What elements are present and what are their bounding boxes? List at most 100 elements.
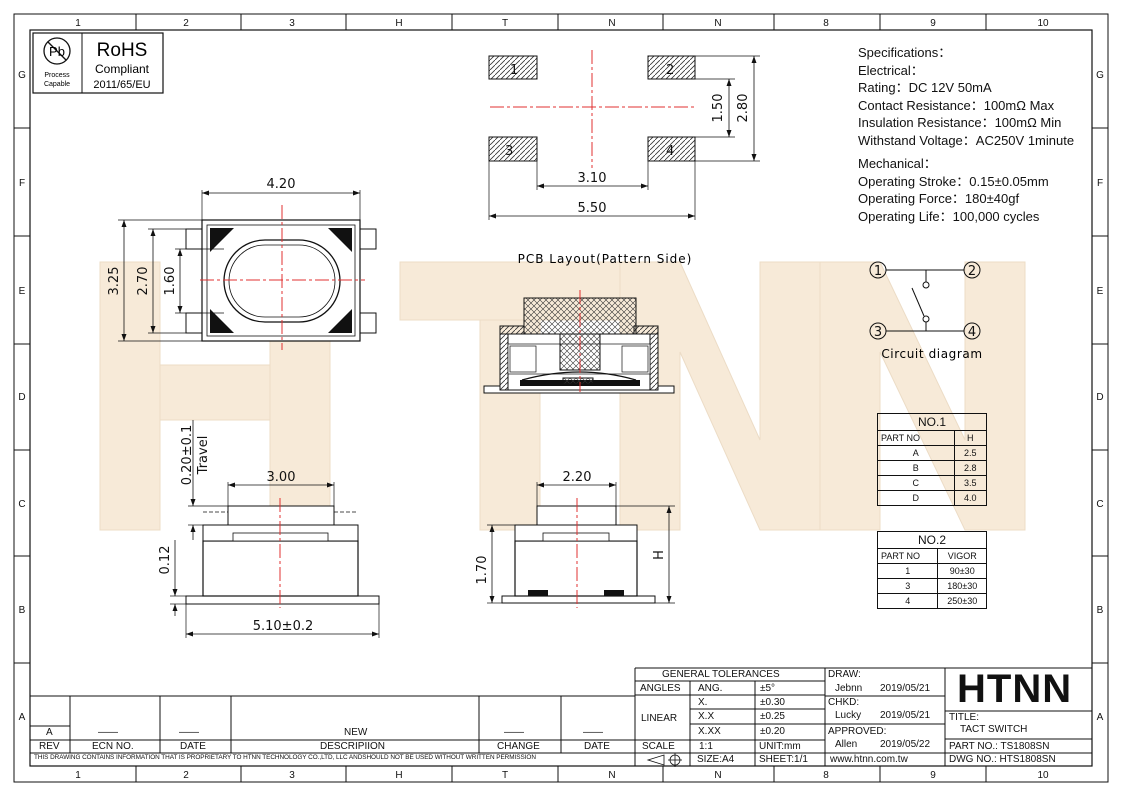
rohs-compliant: Compliant: [95, 62, 150, 76]
table-cell: 3: [876, 578, 939, 594]
table-no1-title: NO.1: [877, 413, 987, 431]
chkd-label: CHKD:: [828, 697, 860, 708]
table-cell: B: [877, 460, 955, 476]
front-dim-travel: 0.20±0.1: [180, 425, 195, 486]
pcb-dim-2-80: 2.80: [736, 94, 751, 123]
rohs-title: RoHS: [97, 40, 148, 61]
top-dim-3-25: 3.25: [107, 267, 122, 296]
grid-row-right: A: [1097, 712, 1104, 723]
draw-date: 2019/05/21: [880, 683, 931, 694]
inner-frame: [29, 29, 1093, 767]
pb-symbol: Pb: [49, 44, 65, 59]
grid-col-top: 9: [930, 18, 936, 29]
draw-name: Jebnn: [835, 683, 863, 694]
grid-row-left: A: [19, 712, 26, 723]
rev-header-date: DATE: [180, 741, 206, 752]
grid-col-top: 2: [183, 18, 189, 29]
pcb-pad-label: 1: [510, 63, 518, 78]
front-view: 3.00 0.20±0.1 Travel 0.12 5.10±0.2: [158, 420, 380, 638]
spec-line: Withstand Voltage：AC250V 1minute: [858, 132, 1075, 148]
grid-row-right: C: [1096, 499, 1103, 510]
grid-labels: 1 2 3 H T N N 8 9 10 1 2 3 H T N N 8 9 1…: [18, 18, 1104, 781]
appr-name: Allen: [835, 739, 858, 750]
sheet: SHEET:1/1: [759, 754, 808, 765]
linear-label: LINEAR: [641, 713, 678, 724]
spec-line: Operating Stroke：0.15±0.05mm: [858, 173, 1049, 189]
side-dim-2-20: 2.20: [563, 470, 592, 485]
disclaimer: THIS DRAWING CONTAINS INFORMATION THAT I…: [34, 754, 536, 761]
size: SIZE:A4: [697, 754, 735, 765]
grid-row-right: G: [1096, 70, 1104, 81]
spec-line: Rating：DC 12V 50mA: [858, 80, 992, 95]
front-dim-0-12: 0.12: [158, 546, 173, 575]
table-cell: 180±30: [937, 578, 987, 594]
circuit-node: 1: [874, 264, 882, 279]
pcb-pad-4: [647, 136, 696, 162]
company-logo: HTNN: [957, 667, 1073, 711]
rev-header-rev: REV: [39, 741, 60, 752]
watermark-letter-n1: [619, 261, 821, 531]
dwg-no: DWG NO.: HTS1808SN: [949, 754, 1056, 765]
front-dim-3-00: 3.00: [267, 470, 296, 485]
side-dim-1-70: 1.70: [475, 556, 490, 585]
spec-line: Insulation Resistance：100mΩ Min: [858, 115, 1062, 130]
spec-line: Operating Life：100,000 cycles: [858, 208, 1040, 224]
approved-label: APPROVED:: [828, 726, 887, 737]
rev-header-ecn: ECN NO.: [92, 741, 134, 752]
grid-col-bottom: N: [608, 770, 615, 781]
angles-label: ANGLES: [640, 683, 681, 694]
table-no2-title: NO.2: [877, 531, 987, 549]
rev-row-change: ——: [504, 727, 524, 738]
grid-col-top: 1: [75, 18, 81, 29]
grid-row-left: E: [19, 286, 26, 297]
spec-line: Specifications：: [858, 45, 952, 60]
pcb-pad-label: 4: [666, 144, 674, 159]
grid-col-top: 3: [289, 18, 295, 29]
top-dim-2-70: 2.70: [136, 267, 151, 296]
grid-row-right: D: [1096, 392, 1103, 403]
grid-col-top: N: [714, 18, 721, 29]
rev-header-change-date: DATE: [584, 741, 610, 752]
grid-col-top: 8: [823, 18, 829, 29]
title-block-lines: [30, 667, 1092, 766]
grid-row-left: C: [18, 499, 25, 510]
drawing-title: TACT SWITCH: [960, 724, 1028, 735]
x3-label: X.XX: [698, 726, 721, 737]
general-tolerances: GENERAL TOLERANCES: [662, 669, 780, 680]
spec-line: Mechanical：: [858, 156, 937, 171]
grid-ticks: [14, 14, 1108, 782]
pcb-pad-2: [647, 55, 696, 80]
grid-col-bottom: 3: [289, 770, 295, 781]
ang-label: ANG.: [698, 683, 723, 694]
table-cell: C: [877, 475, 955, 491]
scale-value: 1:1: [699, 741, 713, 752]
circuit-node: 2: [968, 264, 976, 279]
scale-label: SCALE: [642, 741, 675, 752]
scale-symbol-icon: [646, 753, 682, 767]
grid-col-bottom: T: [502, 770, 508, 781]
table-header: H: [953, 430, 988, 446]
table-cell: 90±30: [937, 563, 987, 579]
table-cell: 2.8: [953, 460, 988, 476]
rev-row-description: NEW: [344, 727, 368, 738]
pcb-pad-label: 2: [666, 63, 674, 78]
table-cell: D: [877, 490, 955, 506]
table-cell: 250±30: [937, 593, 987, 609]
rev-row-ecn: ——: [98, 727, 118, 738]
table-cell: 4: [876, 593, 939, 609]
grid-col-bottom: 9: [930, 770, 936, 781]
grid-row-left: F: [19, 178, 25, 189]
table-header: PART NO: [876, 548, 939, 564]
x2-tol: ±0.25: [760, 711, 785, 722]
table-cell: 1: [876, 563, 939, 579]
table-header: VIGOR: [937, 548, 987, 564]
table-cell: 3.5: [953, 475, 988, 491]
grid-row-right: F: [1097, 178, 1103, 189]
table-header: PART NO: [877, 430, 955, 446]
rev-row-date: ——: [179, 727, 199, 738]
process-text: Process: [44, 72, 70, 79]
top-dim-1-60: 1.60: [163, 267, 178, 296]
